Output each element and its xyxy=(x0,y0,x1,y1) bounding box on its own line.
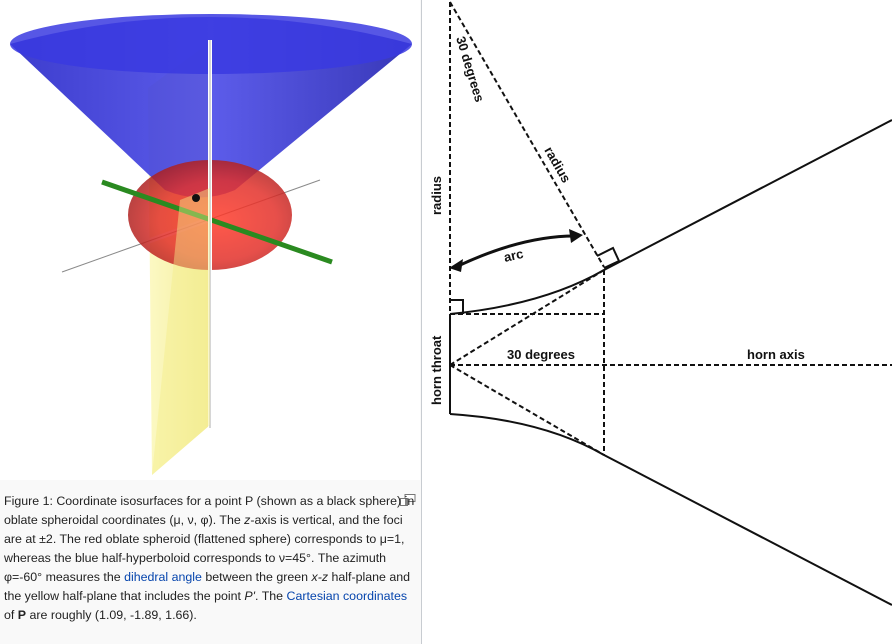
label-horn-axis: horn axis xyxy=(747,347,805,362)
lower-horn-flare xyxy=(603,454,892,606)
diagonal-radius-line xyxy=(449,1,605,268)
label-30-degrees-top: 30 degrees xyxy=(453,34,487,103)
upper-horn-curve xyxy=(449,269,605,315)
yellow-plane-front xyxy=(152,188,210,475)
caption-text-3: between the green xyxy=(201,570,312,584)
dashed-diagonal-upper xyxy=(449,269,605,366)
enlarge-icon[interactable] xyxy=(400,494,416,506)
point-p-sphere xyxy=(192,194,200,202)
upper-horn-flare xyxy=(603,119,892,271)
oblate-spheroidal-figure[interactable] xyxy=(0,0,420,480)
arc-arrowhead-right xyxy=(569,229,583,243)
oblate-spheroidal-3d-illustration xyxy=(10,14,412,475)
label-horn-throat: horn throat xyxy=(429,335,444,405)
dashed-diagonal-lower xyxy=(449,364,605,456)
caption-text-1: Figure 1: Coordinate isosurfaces for a p… xyxy=(4,494,415,527)
caption-text-5: . The xyxy=(255,589,287,603)
arc-arrow xyxy=(455,234,579,269)
arc-arrowhead-left xyxy=(449,259,463,272)
caption-xz-italic: x-z xyxy=(311,570,329,584)
caption-pprime-italic: P' xyxy=(244,589,256,603)
figure-thumbnail-panel: Figure 1: Coordinate isosurfaces for a p… xyxy=(0,0,422,644)
caption-text-7: are roughly (1.09, -1.89, 1.66). xyxy=(26,608,197,622)
caption-text-2: -axis is vertical, and the foci are at ±… xyxy=(4,513,405,584)
label-radius-diagonal: radius xyxy=(541,144,573,185)
right-angle-marker-upper xyxy=(596,246,621,269)
right-angle-marker-throat xyxy=(450,299,464,314)
label-radius-left: radius xyxy=(429,176,444,215)
figure-caption: Figure 1: Coordinate isosurfaces for a p… xyxy=(4,492,418,625)
lower-horn-curve xyxy=(449,413,605,456)
label-30-degrees-mid: 30 degrees xyxy=(507,347,575,362)
caption-bold-p: P xyxy=(17,608,27,622)
dihedral-angle-link[interactable]: dihedral angle xyxy=(124,570,202,584)
cartesian-coordinates-link[interactable]: Cartesian coordinates xyxy=(286,589,408,603)
caption-z-italic: z xyxy=(244,513,251,527)
horn-diagram-panel: 30 degrees radius radius arc 30 degrees … xyxy=(423,0,892,644)
horn-geometry-diagram: 30 degrees radius radius arc 30 degrees … xyxy=(429,1,892,606)
label-arc: arc xyxy=(502,246,524,265)
caption-text-4: half-plane and the yellow half-plane tha… xyxy=(4,570,411,603)
green-axis xyxy=(101,179,333,265)
caption-text-6: of xyxy=(4,608,18,622)
